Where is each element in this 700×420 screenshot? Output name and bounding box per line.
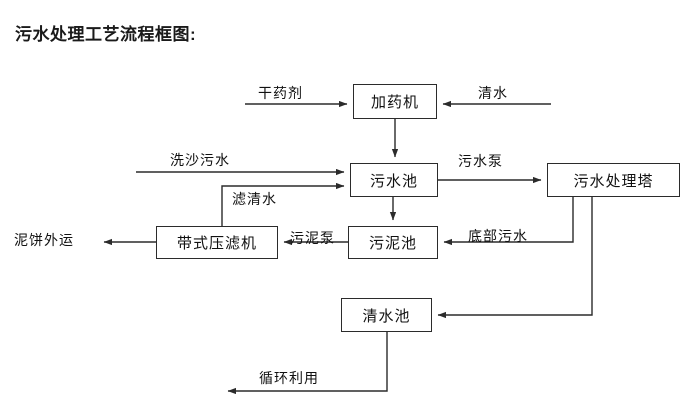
edge-clear-water-to-recycle	[227, 332, 388, 395]
edge-label-dry-chemical: 干药剂	[258, 85, 303, 101]
edge-label-filtered-clear-water: 滤清水	[232, 191, 277, 207]
edge-label-sludge-pump: 污泥泵	[290, 230, 335, 246]
node-label: 污泥池	[368, 235, 417, 252]
node-label: 污水池	[369, 172, 418, 190]
page-title: 污水处理工艺流程框图:	[15, 25, 197, 44]
edge-label-sewage-pump: 污水泵	[458, 153, 503, 169]
node-dosing-machine[interactable]: 加药机	[353, 84, 437, 119]
edge-label-clean-water: 清水	[478, 85, 508, 101]
node-sludge-pool[interactable]: 污泥池	[348, 226, 438, 259]
edge-label-recycle-use: 循环利用	[259, 370, 319, 386]
edge-tower-to-sludge-pool	[443, 197, 574, 246]
node-label: 加药机	[370, 94, 419, 111]
node-clear-water-pool[interactable]: 清水池	[341, 298, 432, 332]
terminal-label-mud-cake-transport: 泥饼外运	[14, 232, 74, 248]
node-treatment-tower[interactable]: 污水处理塔	[547, 163, 680, 197]
node-belt-filter-press[interactable]: 带式压滤机	[156, 226, 278, 259]
node-label: 污水处理塔	[573, 172, 654, 190]
edge-label-bottom-sewage: 底部污水	[468, 228, 528, 244]
node-label: 清水池	[362, 307, 411, 325]
edge-filtrate-to-sewage-pool	[221, 182, 345, 226]
edge-tower-to-clear-water-pool	[437, 197, 593, 319]
edge-label-sand-wash-sewage: 洗沙污水	[170, 152, 230, 168]
node-sewage-pool[interactable]: 污水池	[350, 163, 438, 197]
node-label: 带式压滤机	[176, 235, 257, 252]
